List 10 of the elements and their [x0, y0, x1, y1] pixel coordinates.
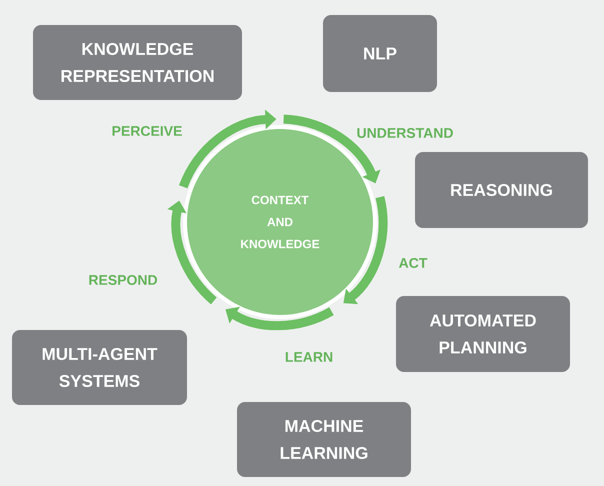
topic-box: MACHINE LEARNING — [237, 402, 411, 477]
topic-box: KNOWLEDGE REPRESENTATION — [33, 24, 242, 100]
topic-box: REASONING — [415, 152, 588, 228]
topic-box: NLP — [323, 15, 437, 92]
topic-box: AUTOMATED PLANNING — [396, 296, 570, 372]
stage-label: LEARN — [286, 352, 332, 362]
stage-label: RESPOND — [89, 275, 158, 285]
stage-label: PERCEIVE — [112, 126, 182, 136]
topic-box: MULTI-AGENT SYSTEMS — [12, 330, 187, 405]
stage-label: ACT — [398, 258, 428, 268]
